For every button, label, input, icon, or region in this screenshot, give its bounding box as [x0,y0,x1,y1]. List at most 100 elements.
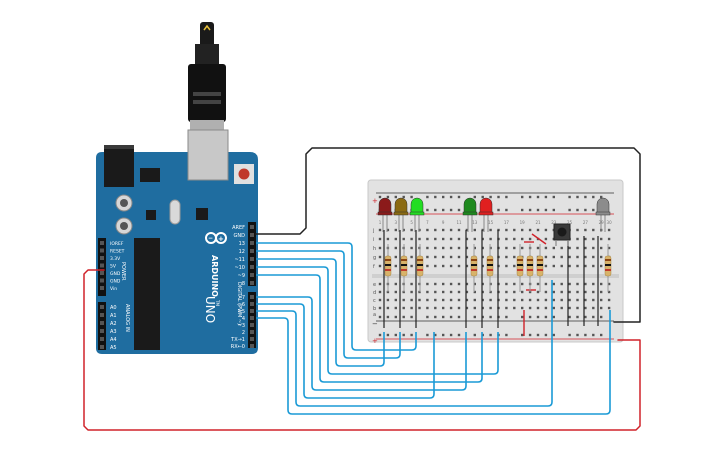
terminal-hole[interactable] [600,264,603,268]
terminal-hole[interactable] [505,298,508,302]
terminal-hole[interactable] [378,298,382,302]
terminal-hole[interactable] [449,298,453,302]
terminal-hole[interactable] [568,246,571,250]
rail-hole[interactable] [528,315,532,319]
terminal-hole[interactable] [442,306,445,310]
rail-hole[interactable] [521,195,524,199]
rail-hole[interactable] [442,208,445,212]
terminal-hole[interactable] [465,255,469,259]
rail-hole[interactable] [434,195,437,199]
terminal-hole[interactable] [410,255,413,259]
terminal-hole[interactable] [584,255,587,259]
terminal-hole[interactable] [489,290,492,294]
terminal-hole[interactable] [544,306,548,310]
terminal-hole[interactable] [378,264,382,268]
rail-hole[interactable] [600,195,603,199]
terminal-hole[interactable] [442,255,445,259]
terminal-hole[interactable] [473,290,476,294]
terminal-hole[interactable] [426,237,429,241]
terminal-hole[interactable] [513,246,516,250]
header-pin[interactable] [100,337,104,341]
terminal-hole[interactable] [426,246,429,250]
terminal-hole[interactable] [481,306,484,310]
resistor[interactable] [384,244,392,292]
header-pin[interactable] [250,225,254,229]
header-pin[interactable] [250,302,254,306]
rail-hole[interactable] [552,195,555,199]
terminal-hole[interactable] [426,290,429,294]
terminal-hole[interactable] [576,246,579,250]
terminal-hole[interactable] [489,237,492,241]
resistor[interactable] [526,244,534,292]
terminal-hole[interactable] [378,282,382,286]
pushbutton[interactable] [553,223,571,246]
rail-hole[interactable] [544,333,548,337]
terminal-hole[interactable] [544,290,548,294]
terminal-hole[interactable] [378,246,382,250]
rail-hole[interactable] [505,208,508,212]
terminal-hole[interactable] [394,228,397,232]
terminal-hole[interactable] [536,246,540,250]
terminal-hole[interactable] [521,306,524,310]
resistor[interactable] [400,244,408,292]
terminal-hole[interactable] [489,298,492,302]
led[interactable] [595,197,611,232]
terminal-hole[interactable] [592,237,595,241]
terminal-hole[interactable] [513,264,516,268]
terminal-hole[interactable] [600,282,603,286]
terminal-hole[interactable] [576,237,579,241]
terminal-hole[interactable] [544,237,548,241]
header-pin[interactable] [250,233,254,237]
terminal-hole[interactable] [505,306,508,310]
header-pin[interactable] [250,273,254,277]
signal-wire[interactable] [256,274,483,383]
terminal-hole[interactable] [560,282,563,286]
arduino-uno-board[interactable]: − + ARDUINO UNO TM DIGITAL (PWM ~) POWER… [96,129,258,354]
rail-hole[interactable] [386,333,390,337]
terminal-hole[interactable] [378,306,382,310]
terminal-hole[interactable] [473,237,476,241]
terminal-hole[interactable] [560,246,563,250]
rail-hole[interactable] [521,208,524,212]
terminal-hole[interactable] [481,264,484,268]
header-pin[interactable] [100,286,104,290]
terminal-hole[interactable] [386,237,390,241]
rail-hole[interactable] [394,195,397,199]
header-pin[interactable] [250,330,254,334]
terminal-hole[interactable] [521,228,524,232]
rail-hole[interactable] [576,195,579,199]
terminal-hole[interactable] [465,228,469,232]
terminal-hole[interactable] [434,237,437,241]
terminal-hole[interactable] [505,264,508,268]
header-pin[interactable] [100,329,104,333]
terminal-hole[interactable] [568,264,571,268]
rail-hole[interactable] [568,315,571,319]
rail-hole[interactable] [449,315,453,319]
usb-cable[interactable] [188,22,226,134]
terminal-hole[interactable] [544,282,548,286]
terminal-hole[interactable] [481,255,484,259]
terminal-hole[interactable] [449,237,453,241]
rail-hole[interactable] [600,333,603,337]
terminal-hole[interactable] [584,246,587,250]
terminal-hole[interactable] [434,306,437,310]
led[interactable] [377,197,393,232]
terminal-hole[interactable] [592,228,595,232]
terminal-hole[interactable] [513,306,516,310]
rail-hole[interactable] [394,315,397,319]
terminal-hole[interactable] [521,282,524,286]
terminal-hole[interactable] [457,264,461,268]
rail-hole[interactable] [473,333,476,337]
rail-hole[interactable] [410,195,413,199]
terminal-hole[interactable] [560,255,563,259]
terminal-hole[interactable] [465,290,469,294]
terminal-hole[interactable] [552,306,555,310]
terminal-hole[interactable] [434,298,437,302]
led[interactable] [462,197,478,232]
terminal-hole[interactable] [513,228,516,232]
terminal-hole[interactable] [410,282,413,286]
terminal-hole[interactable] [418,237,421,241]
terminal-hole[interactable] [552,255,555,259]
terminal-hole[interactable] [607,290,611,294]
